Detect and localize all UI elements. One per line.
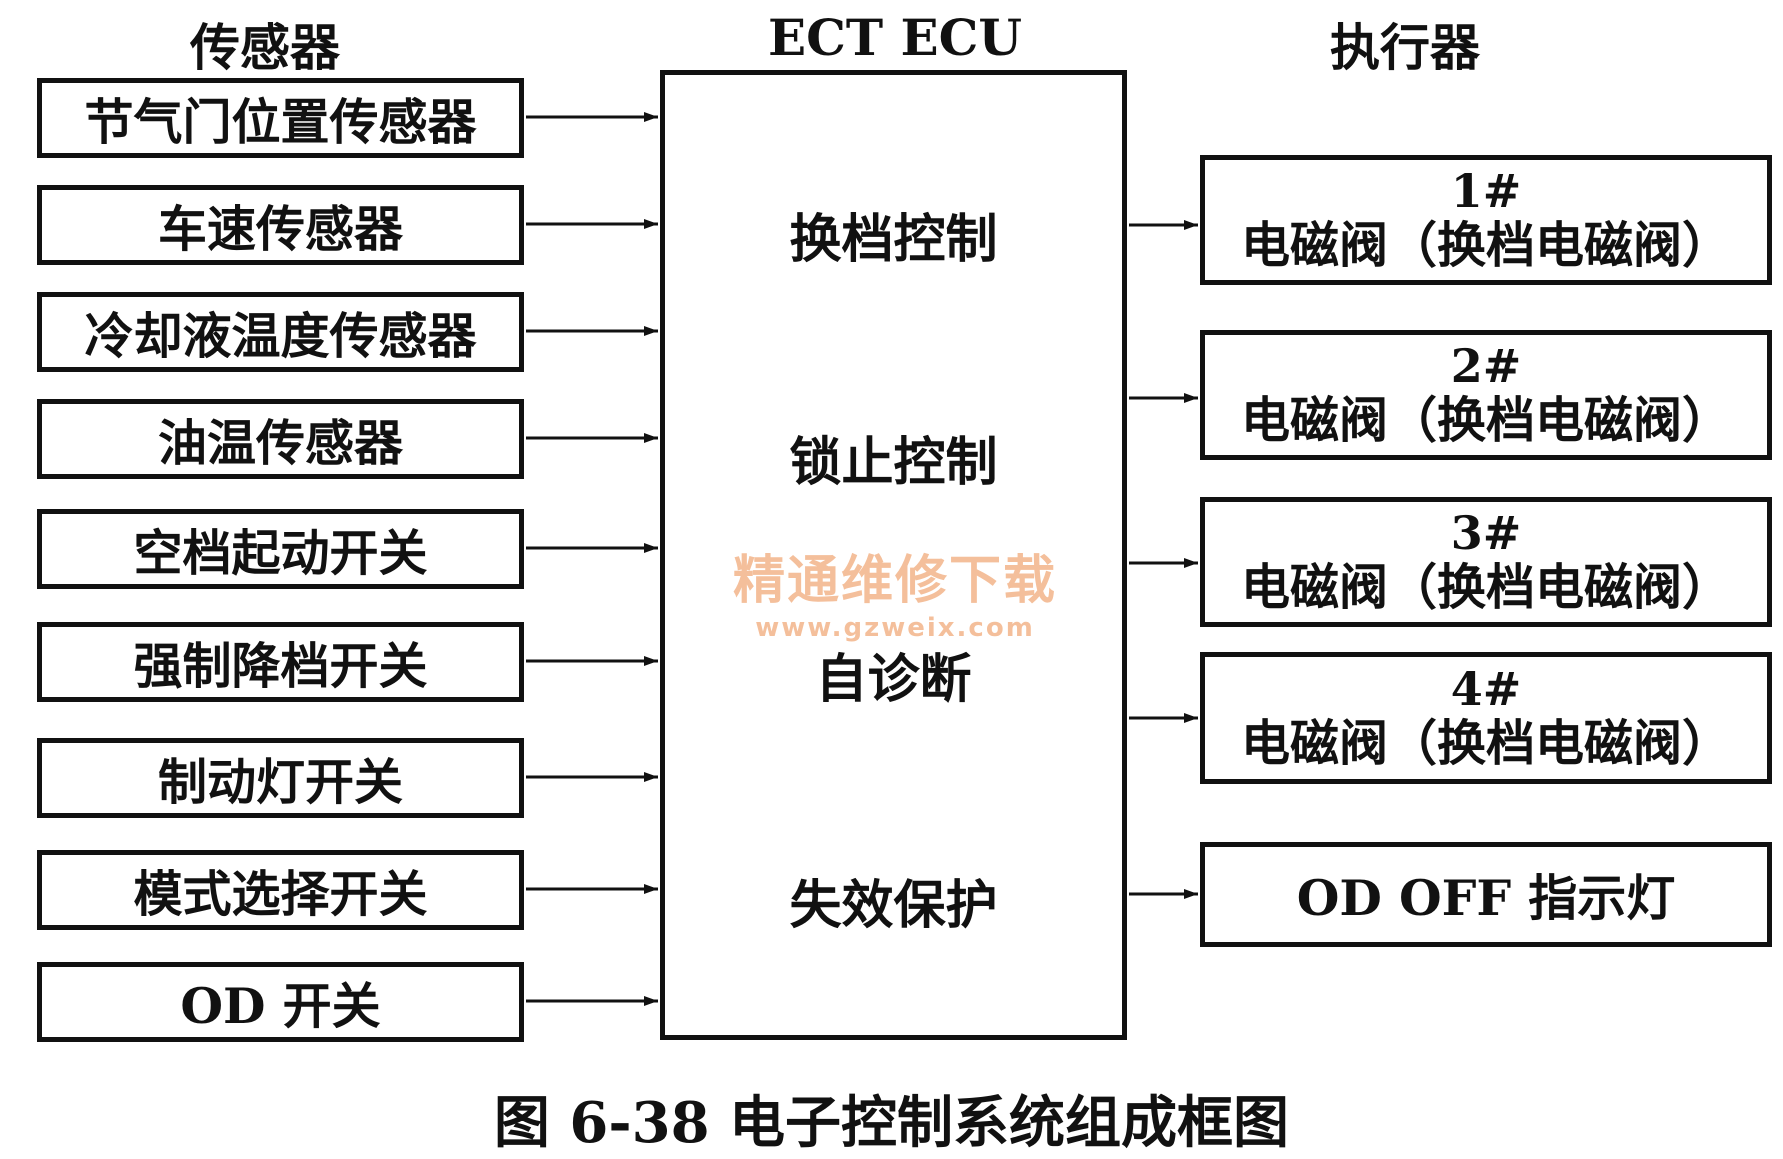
sensor-box-neutral-start-switch: 空档起动开关 xyxy=(37,509,524,589)
actuator-number: 3# xyxy=(1450,506,1522,560)
sensor-box-od-switch: OD 开关 xyxy=(37,962,524,1042)
actuator-box-od-off-indicator: OD OFF 指示灯 xyxy=(1200,842,1772,947)
watermark-text: 精通维修下载 xyxy=(732,550,1057,611)
sensor-box-oil-temperature: 油温传感器 xyxy=(37,399,524,479)
sensor-box-mode-select-switch: 模式选择开关 xyxy=(37,850,524,930)
actuator-number: 1# xyxy=(1450,164,1522,218)
sensor-box-kickdown-switch: 强制降档开关 xyxy=(37,622,524,702)
ecu-function-self-diagnosis: 自诊断 xyxy=(815,649,972,710)
actuator-box-solenoid-4: 4# 电磁阀（换档电磁阀） xyxy=(1200,652,1772,784)
actuator-box-solenoid-2: 2# 电磁阀（换档电磁阀） xyxy=(1200,330,1772,460)
watermark: 精通维修下载 www.gzweix.com xyxy=(720,538,1070,643)
ecu-function-fail-safe: 失效保护 xyxy=(789,875,998,936)
sensor-box-throttle-position: 节气门位置传感器 xyxy=(37,78,524,158)
actuator-label: 电磁阀（换档电磁阀） xyxy=(1240,391,1731,449)
ecu-function-lockup-control: 锁止控制 xyxy=(789,432,998,493)
ecu-function-shift-control: 换档控制 xyxy=(789,209,998,270)
actuator-number: 2# xyxy=(1450,339,1522,393)
sensor-box-vehicle-speed: 车速传感器 xyxy=(37,185,524,265)
actuator-label: 电磁阀（换档电磁阀） xyxy=(1240,216,1731,274)
sensor-box-brake-light-switch: 制动灯开关 xyxy=(37,738,524,818)
actuator-label: 电磁阀（换档电磁阀） xyxy=(1240,714,1731,772)
ecu-header: ECT ECU xyxy=(767,8,1023,67)
ecu-block: 换档控制 锁止控制 自诊断 失效保护 xyxy=(660,70,1127,1040)
actuators-header: 执行器 xyxy=(1330,18,1480,77)
figure-caption: 图 6-38 电子控制系统组成框图 xyxy=(493,1090,1290,1156)
actuator-number: 4# xyxy=(1450,662,1522,716)
actuator-box-solenoid-1: 1# 电磁阀（换档电磁阀） xyxy=(1200,155,1772,285)
actuator-box-solenoid-3: 3# 电磁阀（换档电磁阀） xyxy=(1200,497,1772,627)
watermark-url: www.gzweix.com xyxy=(755,613,1035,643)
sensor-box-coolant-temperature: 冷却液温度传感器 xyxy=(37,292,524,372)
sensors-header: 传感器 xyxy=(190,18,340,77)
actuator-label: 电磁阀（换档电磁阀） xyxy=(1240,558,1731,616)
